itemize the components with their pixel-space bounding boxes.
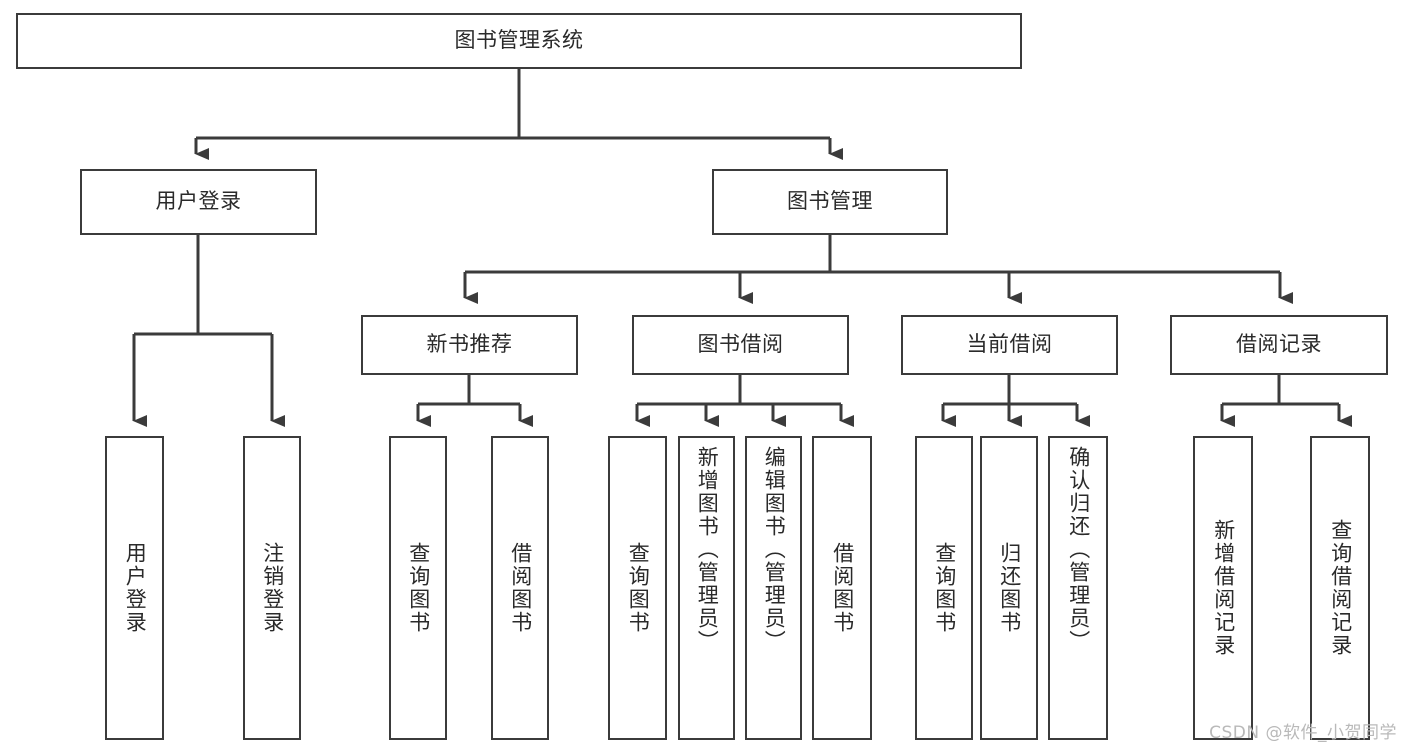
node-label: 借阅记录 — [1236, 333, 1322, 357]
node-label: 用户登录 — [155, 190, 242, 214]
edges-newbook-to-leaves — [416, 375, 533, 427]
node-root-book-management-system[interactable]: 图书管理系统 — [16, 13, 1022, 69]
node-label: 新增图书（管理员） — [695, 446, 719, 653]
node-leaf-add-borrow-record[interactable]: 新增借阅记录 — [1193, 436, 1253, 740]
node-leaf-query-book-2[interactable]: 查询图书 — [608, 436, 667, 740]
node-label: 查询图书 — [626, 542, 650, 634]
node-label: 查询借阅记录 — [1328, 519, 1352, 657]
watermark-text: CSDN @软件_小贺同学 — [1209, 723, 1397, 743]
edges-userlogin-to-leaves — [132, 235, 285, 427]
node-leaf-user-login[interactable]: 用户登录 — [105, 436, 164, 740]
node-label: 查询图书 — [932, 542, 956, 634]
node-label: 新增借阅记录 — [1211, 519, 1235, 657]
edges-root-to-level2 — [194, 69, 843, 160]
node-label: 查询图书 — [406, 542, 430, 634]
node-book-management[interactable]: 图书管理 — [712, 169, 948, 235]
node-leaf-add-book-admin[interactable]: 新增图书（管理员） — [678, 436, 735, 740]
node-leaf-confirm-return-admin[interactable]: 确认归还（管理员） — [1048, 436, 1108, 740]
node-label: 图书管理系统 — [454, 29, 584, 53]
node-book-borrow[interactable]: 图书借阅 — [632, 315, 849, 375]
node-new-book-recommend[interactable]: 新书推荐 — [361, 315, 578, 375]
node-label: 当前借阅 — [966, 333, 1053, 357]
edges-bookborrow-to-leaves — [635, 375, 854, 427]
node-leaf-user-logout[interactable]: 注销登录 — [243, 436, 301, 740]
node-label: 图书管理 — [787, 190, 873, 214]
node-label: 图书借阅 — [697, 333, 784, 357]
node-label: 用户登录 — [123, 542, 147, 634]
node-label: 编辑图书（管理员） — [762, 446, 786, 653]
node-leaf-borrow-book-1[interactable]: 借阅图书 — [491, 436, 549, 740]
node-borrow-record[interactable]: 借阅记录 — [1170, 315, 1388, 375]
node-label: 注销登录 — [260, 542, 284, 634]
node-current-borrow[interactable]: 当前借阅 — [901, 315, 1118, 375]
edges-borrowrecord-to-leaves — [1220, 375, 1352, 427]
node-leaf-return-book[interactable]: 归还图书 — [980, 436, 1038, 740]
node-user-login[interactable]: 用户登录 — [80, 169, 317, 235]
node-label: 新书推荐 — [426, 333, 513, 357]
edges-currentborrow-to-leaves — [941, 375, 1090, 427]
node-label: 确认归还（管理员） — [1066, 446, 1090, 653]
node-leaf-borrow-book-2[interactable]: 借阅图书 — [812, 436, 872, 740]
node-label: 借阅图书 — [830, 542, 854, 634]
node-leaf-query-book-1[interactable]: 查询图书 — [389, 436, 447, 740]
edges-bookmanage-to-level3 — [463, 235, 1293, 304]
node-leaf-query-book-3[interactable]: 查询图书 — [915, 436, 973, 740]
node-label: 归还图书 — [997, 542, 1021, 634]
node-leaf-edit-book-admin[interactable]: 编辑图书（管理员） — [745, 436, 802, 740]
node-label: 借阅图书 — [508, 542, 532, 634]
node-leaf-query-borrow-record[interactable]: 查询借阅记录 — [1310, 436, 1370, 740]
